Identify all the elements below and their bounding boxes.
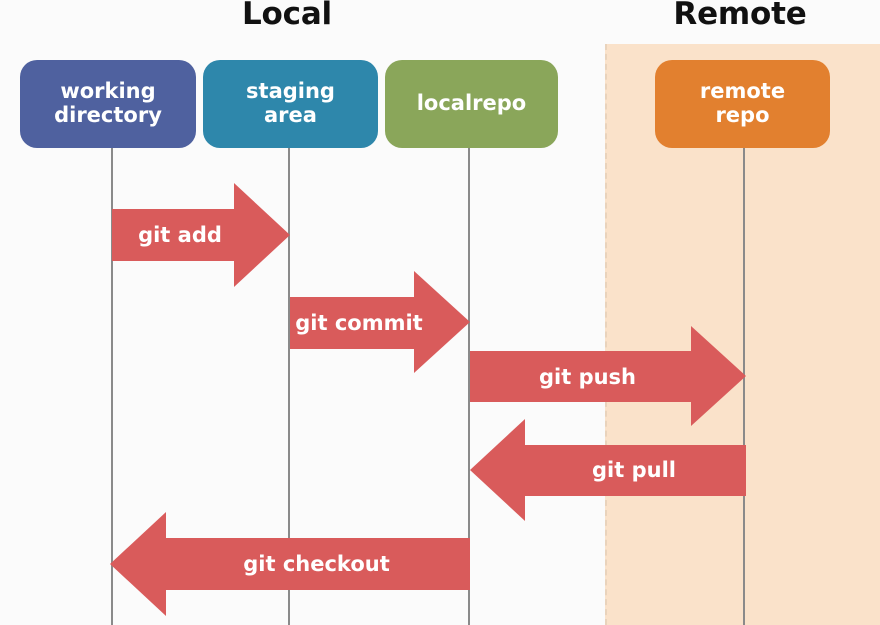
arrow-head-git-push <box>691 326 746 426</box>
node-remote-repo[interactable]: remote repo <box>655 60 830 148</box>
node-staging-area[interactable]: staging area <box>203 60 378 148</box>
node-working-directory[interactable]: working directory <box>20 60 196 148</box>
node-label-staging-area: staging area <box>246 79 335 127</box>
arrow-git-commit[interactable]: git commit <box>290 271 470 374</box>
lifeline-localrepo <box>468 140 470 625</box>
node-localrepo[interactable]: localrepo <box>385 60 558 148</box>
arrow-git-add[interactable]: git add <box>112 183 290 287</box>
arrow-shaft-git-push <box>470 351 691 402</box>
arrow-shaft-git-checkout <box>166 538 470 590</box>
section-title-local: Local <box>242 0 332 32</box>
node-label-remote-repo: remote repo <box>699 79 786 127</box>
node-label-working-directory: working directory <box>54 79 162 127</box>
arrow-head-git-commit <box>414 271 470 373</box>
arrow-head-git-add <box>234 183 290 287</box>
arrow-shaft-git-add <box>112 209 234 261</box>
arrow-shaft-git-commit <box>290 297 414 349</box>
section-title-remote: Remote <box>673 0 807 32</box>
node-label-localrepo: localrepo <box>416 91 527 116</box>
arrow-head-git-checkout <box>110 512 166 616</box>
lifeline-staging-area <box>288 140 290 625</box>
arrow-git-pull[interactable]: git pull <box>470 419 746 521</box>
arrow-shaft-git-pull <box>525 445 746 496</box>
arrow-git-checkout[interactable]: git checkout <box>110 512 470 616</box>
lifeline-working-directory <box>111 140 113 625</box>
arrow-head-git-pull <box>470 419 525 521</box>
arrow-git-push[interactable]: git push <box>470 326 746 427</box>
